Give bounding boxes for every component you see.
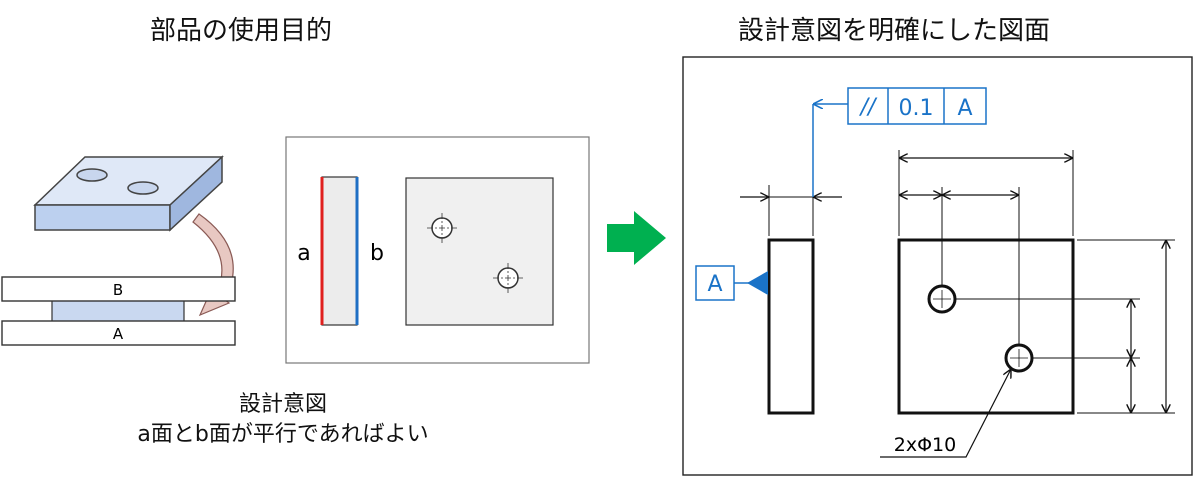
face-panel: a b — [285, 136, 590, 364]
left-title: 部品の使用目的 — [150, 16, 333, 46]
side-view-part — [321, 176, 358, 326]
face-a-label: a — [297, 241, 310, 266]
datum-label: A — [707, 272, 722, 297]
feature-control-frame: // 0.1 A — [812, 87, 987, 197]
plate-a-label: A — [113, 325, 124, 343]
plate-a — [1, 320, 236, 346]
drawing-hole-2 — [1004, 343, 1034, 373]
design-intent-note: 設計意図 a面とb面が平行であればよい — [118, 390, 448, 450]
plate-b — [1, 276, 236, 302]
hole-callout: 2xΦ10 — [894, 434, 956, 456]
datum-symbol: A — [695, 265, 768, 301]
inserted-plate — [51, 299, 185, 323]
assembly: B A — [1, 276, 236, 346]
tolerance-datum: A — [957, 96, 972, 121]
hole-3d-2 — [127, 181, 159, 195]
tolerance-value: 0.1 — [899, 96, 934, 121]
front-view-part — [405, 177, 554, 326]
panel-hole-2 — [493, 263, 523, 293]
right-title: 設計意図を明確にした図面 — [738, 16, 1051, 46]
parallelism-symbol: // — [859, 95, 878, 120]
plate-3d — [33, 155, 224, 232]
panel-hole-1 — [427, 213, 457, 243]
face-b-label: b — [370, 241, 384, 266]
drawing-side-view — [740, 185, 842, 415]
hole-3d-1 — [76, 168, 108, 182]
green-arrow — [607, 211, 666, 265]
design-intent-heading: 設計意図 — [238, 392, 327, 417]
plate-b-label: B — [113, 281, 123, 299]
drawing-hole-1 — [927, 284, 957, 314]
drawing-front-view: 2xΦ10 — [880, 150, 1175, 458]
design-intent-text: a面とb面が平行であればよい — [137, 422, 429, 447]
